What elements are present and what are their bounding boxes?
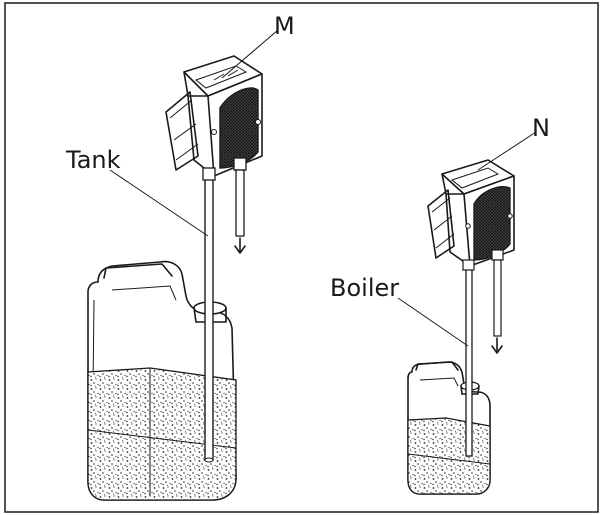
pump-m [165, 55, 263, 254]
tank-liquid [87, 367, 237, 501]
label-tank: Tank [65, 146, 121, 174]
label-n: N [532, 114, 550, 142]
leader-tank [109, 169, 209, 237]
tank-suction-tube [204, 169, 214, 463]
leader-m [221, 29, 279, 79]
leader-boiler [397, 297, 469, 347]
boiler-suction-tube [465, 265, 473, 457]
label-m: M [274, 12, 295, 40]
label-boiler: Boiler [330, 274, 399, 302]
leader-n [477, 131, 537, 171]
pump-n [427, 159, 515, 354]
